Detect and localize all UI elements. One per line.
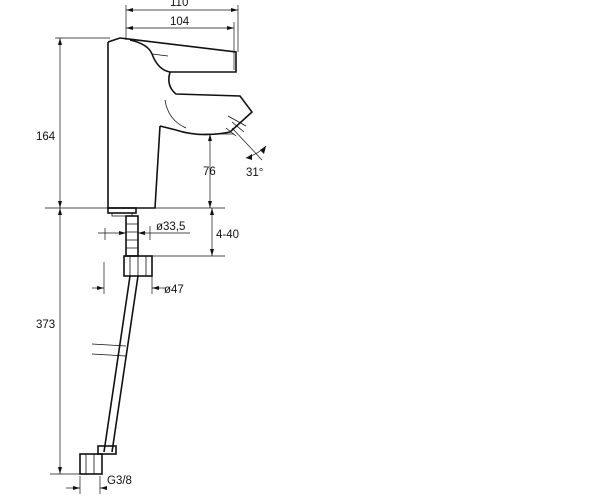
threaded-shank — [125, 215, 139, 257]
label-dia-33-5: ø33,5 — [156, 221, 185, 233]
fixing-nut — [123, 255, 153, 277]
dimension-dia-47 — [92, 262, 166, 294]
mounting-base — [107, 207, 137, 217]
label-110: 110 — [170, 0, 188, 9]
supply-hose — [91, 275, 139, 453]
label-76: 76 — [203, 166, 216, 178]
lever-handle — [119, 37, 237, 73]
spout — [159, 71, 254, 137]
label-4-40: 4-40 — [216, 229, 239, 241]
faucet-body — [107, 37, 161, 209]
label-164: 164 — [36, 131, 56, 143]
label-104: 104 — [170, 16, 190, 28]
label-g38: G3/8 — [107, 475, 132, 487]
dimension-373 — [50, 208, 82, 475]
label-dia-47: ø47 — [164, 284, 184, 296]
label-373: 373 — [36, 319, 55, 331]
dimension-g38 — [66, 476, 107, 494]
dimension-76 — [204, 133, 234, 208]
dimension-4-40 — [45, 207, 225, 257]
dimension-dia-33-5 — [98, 226, 190, 240]
dimension-angle-31 — [231, 127, 267, 161]
label-31: 31° — [246, 167, 263, 179]
hose-connector — [79, 445, 117, 475]
dimension-164 — [55, 37, 110, 208]
dimension-104 — [126, 22, 235, 70]
dimension-110 — [125, 5, 239, 52]
